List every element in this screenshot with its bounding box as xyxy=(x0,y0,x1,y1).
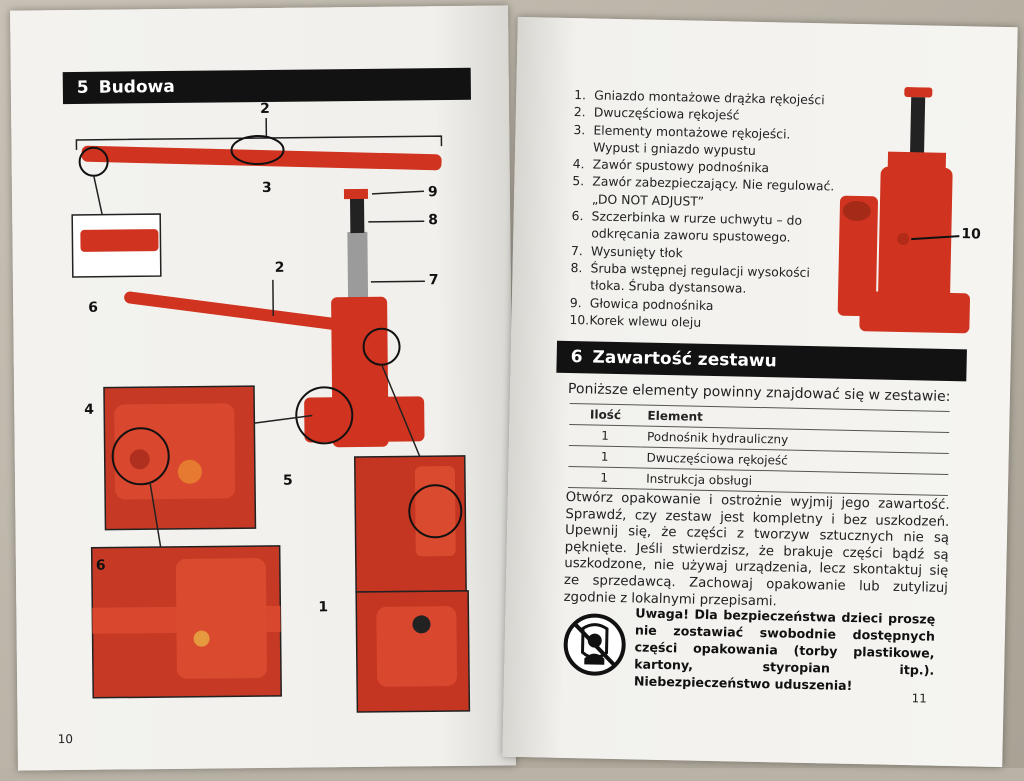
callout-6-bottom: 6 xyxy=(96,558,106,574)
unpacking-paragraph: Otwórz opakowanie i ostrożnie wyjmij jeg… xyxy=(563,490,949,614)
inset-connector-1 xyxy=(94,176,102,215)
handle-end-detail xyxy=(80,229,158,252)
list-item-number: 9. xyxy=(570,294,590,312)
callout-3: 3 xyxy=(262,180,272,196)
jack-figure xyxy=(829,85,984,348)
section-5-number: 5 xyxy=(77,78,89,98)
list-item-number xyxy=(572,190,592,208)
list-item-number: 6. xyxy=(571,207,591,225)
page-number-left: 10 xyxy=(58,732,73,746)
section-5-title: Budowa xyxy=(99,77,175,98)
list-item-number: 5. xyxy=(572,173,592,191)
list-item-number: 2. xyxy=(574,103,594,121)
list-item-number: 8. xyxy=(570,259,590,277)
callout-8: 8 xyxy=(428,212,438,228)
callout-5: 5 xyxy=(283,473,293,489)
handle-bar-diagram xyxy=(123,291,363,334)
jack-screw xyxy=(350,197,364,233)
callout-4: 4 xyxy=(84,402,94,418)
section-6-number: 6 xyxy=(570,347,582,367)
suffocation-warning-icon xyxy=(562,612,627,677)
list-item-text: Korek wlewu oleju xyxy=(589,311,701,331)
list-item-number xyxy=(573,138,593,156)
callout-6-top: 6 xyxy=(88,300,98,316)
construction-diagram xyxy=(11,95,516,780)
list-item-number xyxy=(571,224,591,242)
list-item-text: Wysunięty tłok xyxy=(591,242,683,261)
list-item-number xyxy=(570,276,590,294)
callout-2-top: 2 xyxy=(260,101,270,117)
header-quantity: Ilość xyxy=(569,404,641,427)
list-item-number: 4. xyxy=(573,155,593,173)
list-item-number: 7. xyxy=(571,242,591,260)
callout-9: 9 xyxy=(428,184,438,200)
list-item-number: 3. xyxy=(573,121,593,139)
callout-1: 1 xyxy=(318,599,328,615)
quantity-cell: 1 xyxy=(568,446,640,469)
figure-callout-10: 10 xyxy=(961,226,981,242)
jack-head xyxy=(344,189,368,199)
jack-base xyxy=(304,396,424,442)
photo-valve-base xyxy=(114,403,235,499)
kit-table: Ilość Element 1 Podnośnik hydrauliczny 1… xyxy=(568,403,950,496)
list-item-number: 1. xyxy=(574,86,594,104)
jack-ram xyxy=(347,232,368,307)
list-item-number: 10. xyxy=(569,311,589,329)
warning-text: Uwaga! Dla bezpieczeństwa dzieci proszę … xyxy=(634,604,936,695)
page-number-right: 11 xyxy=(911,691,927,705)
callout-2-mid: 2 xyxy=(275,260,285,276)
left-page: 5 Budowa xyxy=(10,5,516,770)
callout-7: 7 xyxy=(429,272,439,288)
handle-bar-top xyxy=(81,146,441,171)
quantity-cell: 1 xyxy=(568,467,640,490)
quantity-cell: 1 xyxy=(569,425,641,448)
kit-intro: Poniższe elementy powinny znajdować się … xyxy=(568,381,951,405)
section-6-title: Zawartość zestawu xyxy=(592,347,777,371)
